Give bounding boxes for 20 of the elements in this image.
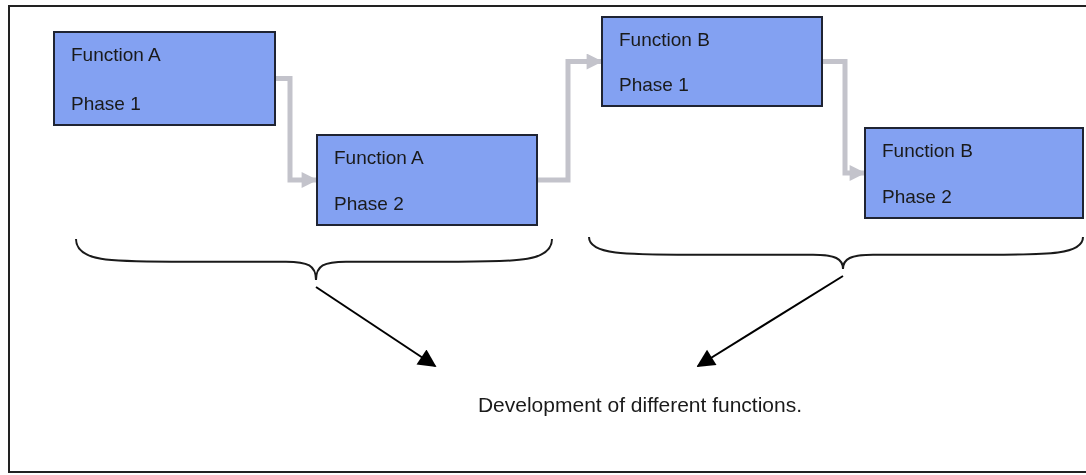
arrow	[276, 76, 318, 188]
box-label: Phase 1	[619, 73, 689, 97]
arrow	[696, 275, 844, 367]
process-box	[601, 16, 823, 107]
box-label: Phase 1	[71, 92, 141, 116]
box-label: Function A	[71, 43, 161, 67]
box-label: Function B	[619, 28, 710, 52]
caption-text: Development of different functions.	[400, 380, 880, 430]
process-box	[864, 127, 1084, 219]
box-label: Function A	[334, 146, 424, 170]
box-label: Phase 2	[882, 185, 952, 209]
box-label: Phase 2	[334, 192, 404, 216]
arrow	[538, 53, 603, 183]
process-box	[316, 134, 538, 226]
curly-brace	[588, 236, 1084, 270]
process-box	[53, 31, 276, 126]
box-label: Function B	[882, 139, 973, 163]
arrow	[315, 286, 437, 367]
curly-brace	[75, 238, 553, 281]
arrow	[823, 59, 866, 181]
